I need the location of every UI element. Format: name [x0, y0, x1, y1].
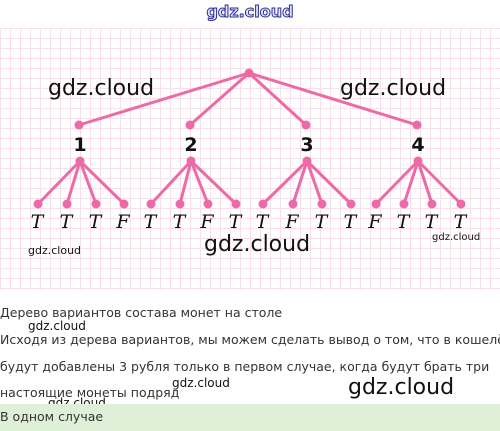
tree-leaf-node [203, 199, 213, 209]
tree-leaf-node [33, 199, 43, 209]
leaf-label: F [367, 211, 382, 233]
leaf-label: F [115, 211, 130, 233]
tree-leaf-node [91, 199, 101, 209]
leaf-label: T [173, 211, 187, 233]
branch-label: 1 [73, 134, 86, 156]
solution-line-3: настоящие монеты подряд [0, 385, 180, 400]
watermark: gdz.cloud [348, 375, 455, 400]
tree-sub-node [302, 156, 312, 166]
leaf-label: T [454, 211, 468, 233]
branch-label: 4 [411, 134, 424, 156]
watermark: gdz.cloud [48, 76, 155, 101]
tree-edge [247, 71, 419, 127]
tree-branch-node [74, 120, 84, 130]
watermark: gdz.cloud [28, 319, 86, 333]
tree-edge [178, 159, 193, 206]
answer-box [0, 404, 500, 431]
tree-edge [416, 159, 463, 206]
tree-leaf-node [119, 199, 129, 209]
tree-leaf-node [62, 199, 72, 209]
tree-leaf-node [399, 199, 409, 209]
tree-leaf-node [146, 199, 156, 209]
tree-root-node [244, 68, 254, 78]
leaf-label: T [89, 211, 103, 233]
branch-label: 3 [300, 134, 313, 156]
solution-line-2: будут добавлены 3 рубля только в первом … [0, 359, 490, 374]
tree-edge [416, 159, 434, 206]
watermark: gdz.cloud [28, 244, 82, 257]
tree-leaf-node [258, 199, 268, 209]
branch-label: 2 [184, 134, 197, 156]
leaf-label: T [315, 211, 329, 233]
header-watermark: gdz.cloud [206, 2, 294, 22]
watermark: gdz.cloud [432, 232, 481, 243]
solution-line-1: Исходя из дерева вариантов, мы можем сде… [0, 332, 500, 347]
leaf-label: T [31, 211, 45, 233]
tree-edge [36, 159, 82, 206]
tree-edge [261, 159, 309, 206]
tree-branch-node [185, 120, 195, 130]
tree-leaf-node [288, 199, 298, 209]
tree-leaf-node [231, 199, 241, 209]
leaf-label: T [60, 211, 74, 233]
tree-edge [78, 159, 98, 206]
diagram-caption: Дерево вариантов состава монет на столе [0, 305, 283, 320]
leaf-label: T [144, 211, 158, 233]
tree-edge [374, 159, 420, 206]
watermark: gdz.cloud [204, 232, 311, 257]
leaf-label: T [256, 211, 270, 233]
leaf-label: T [425, 211, 439, 233]
tree-edge [189, 159, 238, 206]
tree-leaf-node [317, 199, 327, 209]
tree-edge [65, 159, 82, 206]
tree-leaf-node [371, 199, 381, 209]
tree-edge [78, 159, 126, 206]
tree-edge [188, 71, 251, 127]
tree-edge [291, 159, 309, 206]
tree-sub-node [186, 156, 196, 166]
tree-edge [189, 159, 210, 206]
tree-leaf-node [456, 199, 466, 209]
tree-edge [305, 159, 353, 206]
tree-edge [77, 71, 251, 127]
tree-leaf-node [346, 199, 356, 209]
tree-edge [149, 159, 193, 206]
watermark: gdz.cloud [340, 76, 447, 101]
leaf-label: T [397, 211, 411, 233]
leaf-label: T [344, 211, 358, 233]
tree-sub-node [75, 156, 85, 166]
leaf-label: F [199, 211, 214, 233]
leaf-label: F [284, 211, 299, 233]
tree-edge [247, 71, 308, 127]
answer-text: В одном случае [0, 409, 104, 424]
tree-sub-node [413, 156, 423, 166]
tree-branch-node [301, 120, 311, 130]
tree-edge [305, 159, 324, 206]
leaf-label: T [229, 211, 243, 233]
tree-branch-node [412, 120, 422, 130]
tree-leaf-node [427, 199, 437, 209]
tree-edge [402, 159, 420, 206]
watermark: gdz.cloud [172, 376, 230, 390]
tree-leaf-node [175, 199, 185, 209]
